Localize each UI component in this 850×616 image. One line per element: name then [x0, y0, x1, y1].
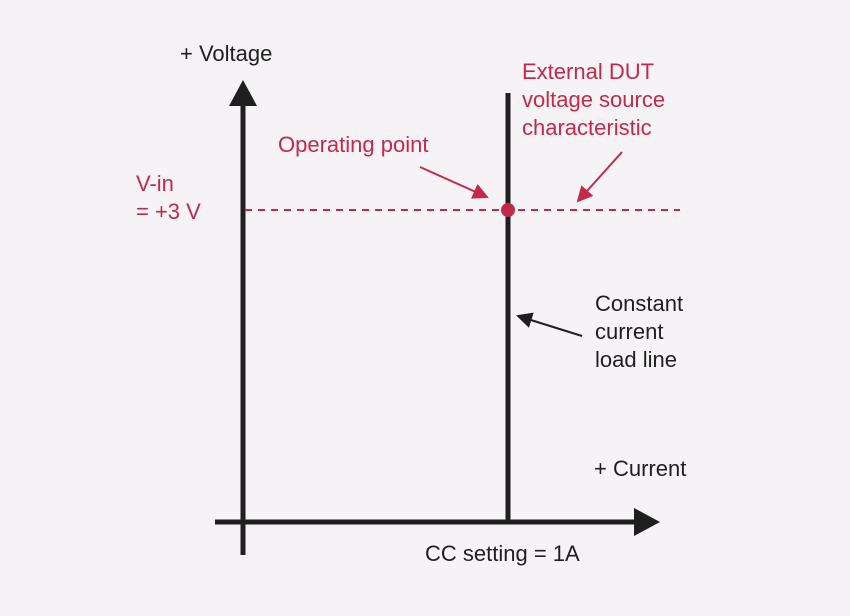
dut-label-line-2: voltage source [522, 87, 666, 112]
operating-point-pointer-arrow [419, 166, 489, 199]
operating-point-marker [501, 203, 515, 217]
cc-label-line-3: load line [595, 347, 677, 372]
cc-label-line-2: current [595, 319, 664, 344]
constant-current-label: Constant current load line [595, 290, 683, 374]
vin-label-line-2: = +3 V [136, 199, 201, 224]
load-line-pointer-arrow [516, 312, 583, 337]
dut-characteristic-pointer-arrow [576, 151, 623, 203]
cc-label-line-1: Constant [595, 291, 684, 316]
dut-label-line-1: External DUT [522, 59, 655, 84]
dut-label-line-3: characteristic [522, 115, 652, 140]
vin-label: V-in = +3 V [136, 170, 201, 226]
voltage-axis-arrowhead [229, 80, 257, 106]
dut-characteristic-label: External DUT voltage source characterist… [522, 58, 665, 142]
operating-point-label: Operating point [278, 132, 429, 157]
vin-label-line-1: V-in [136, 171, 174, 196]
voltage-axis-label: + Voltage [180, 41, 273, 66]
current-axis-label: + Current [594, 456, 687, 481]
cc-setting-label: CC setting = 1A [425, 541, 580, 566]
current-axis-arrowhead [634, 508, 660, 536]
